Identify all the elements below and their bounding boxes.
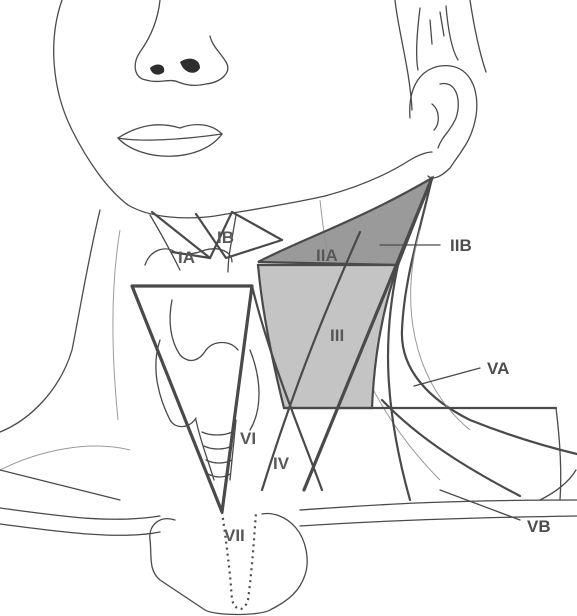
label-level-VA: VA <box>487 359 509 378</box>
level-III-region <box>258 265 398 408</box>
label-level-IIA: IIA <box>316 246 338 265</box>
label-level-IIB: IIB <box>450 236 472 255</box>
face-outline <box>54 0 432 218</box>
leader-lines <box>380 245 520 520</box>
nose <box>135 0 228 85</box>
label-level-IB: IB <box>217 228 234 247</box>
mouth <box>118 125 222 157</box>
level-II-region <box>258 178 432 265</box>
label-level-III: III <box>330 326 344 345</box>
label-level-VB: VB <box>527 517 551 536</box>
label-level-VI: VI <box>240 429 256 448</box>
ear <box>410 66 477 178</box>
label-level-IV: IV <box>273 454 290 473</box>
hair-strands <box>395 0 486 110</box>
label-level-VII: VII <box>224 526 245 545</box>
label-level-IA: IA <box>178 248 195 267</box>
